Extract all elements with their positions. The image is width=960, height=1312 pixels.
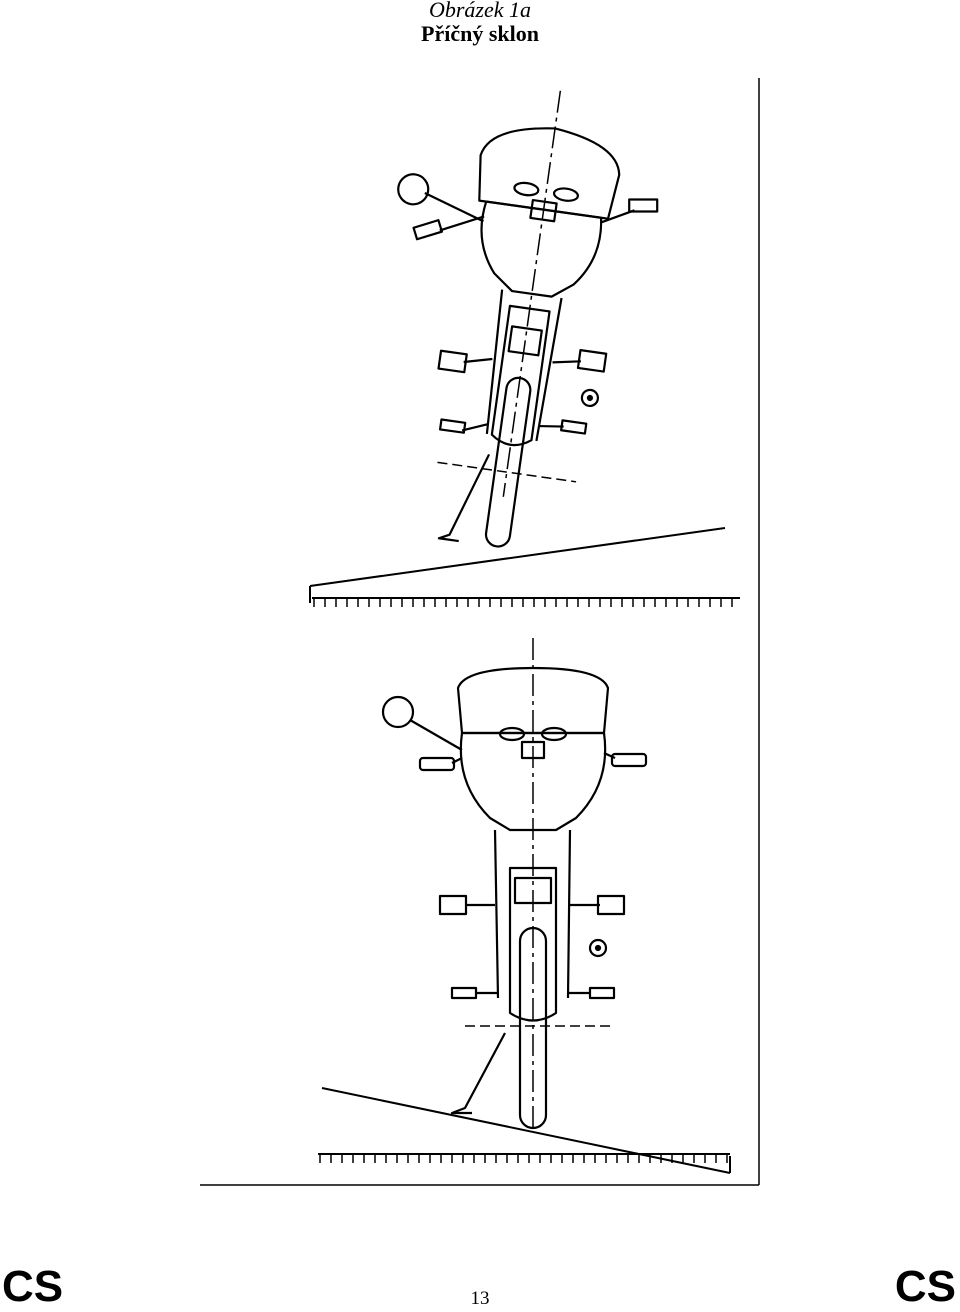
tilted-motorcycle-on-slope-icon	[309, 90, 740, 607]
figure-number: Obrázek 1a	[428, 0, 532, 22]
figure-title: Příčný sklon	[421, 21, 539, 46]
language-code-right: CS	[894, 1262, 956, 1311]
illustration-svg	[200, 78, 760, 1186]
page-number: 13	[470, 1288, 490, 1309]
illustration-frame	[200, 78, 760, 1186]
upright-motorcycle-on-slope-icon	[318, 638, 731, 1174]
language-code-left: CS	[2, 1262, 64, 1311]
